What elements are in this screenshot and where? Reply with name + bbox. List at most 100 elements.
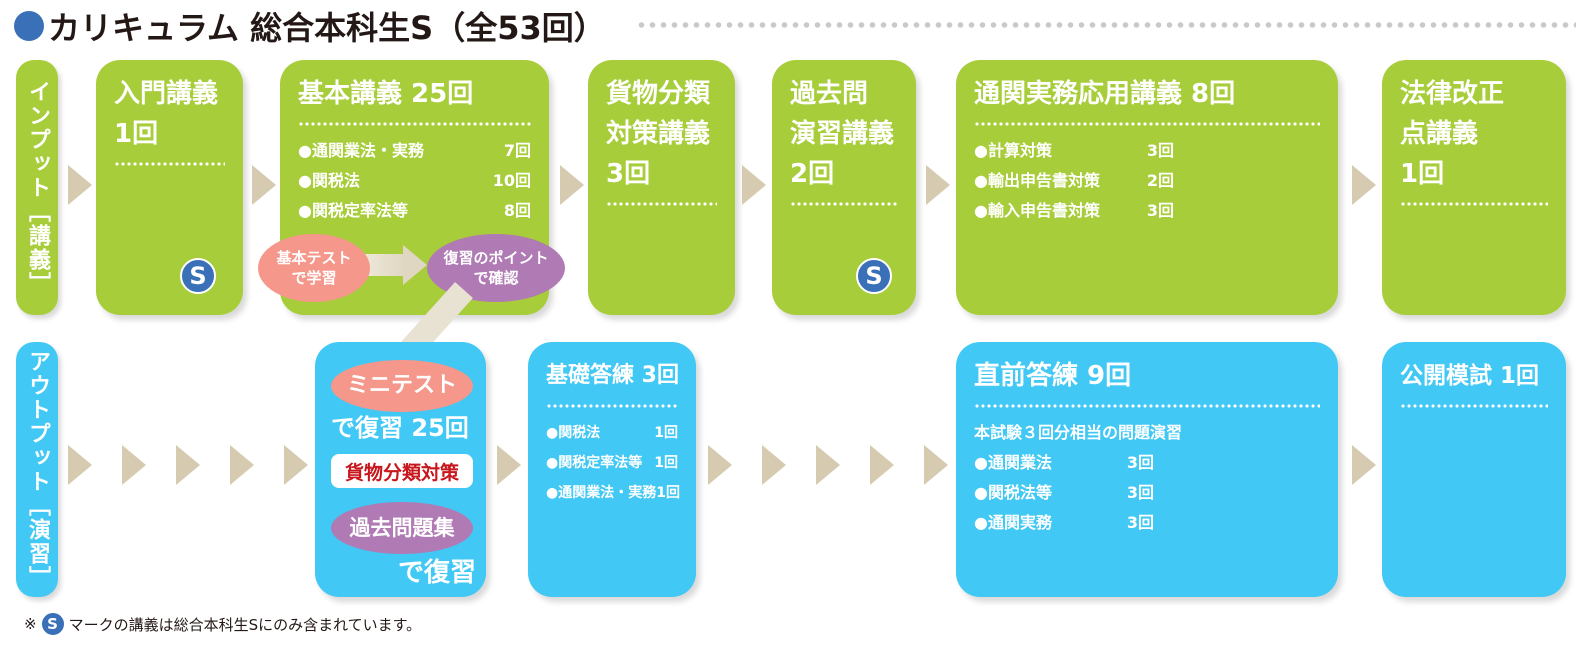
item-count: 7回 — [503, 141, 531, 160]
flow-arrow-icon — [1352, 445, 1376, 485]
flow-arrow-icon — [68, 445, 92, 485]
divider — [298, 122, 531, 126]
mock-exam-card: 公開模試 1回 — [1382, 342, 1566, 597]
card-count: 1回 — [114, 119, 159, 149]
card-title: 貨物分類 — [606, 79, 711, 109]
item-name: ●関税法 — [546, 425, 601, 441]
item-count: 3回 — [1146, 201, 1174, 220]
card-count: 3回 — [606, 159, 651, 189]
item-name: ●通関業法・実務 — [546, 485, 657, 501]
final-drill-card: 直前答練 9回 本試験３回分相当の問題演習 ●通関業法 3回 ●関税法等 3回 ●通… — [956, 342, 1338, 597]
flow-arrow-icon — [230, 445, 254, 485]
card-count: 2回 — [790, 159, 835, 189]
card-title: 対策講義 — [606, 119, 711, 149]
flow-arrow-icon — [176, 445, 200, 485]
past-questions-oval: 過去問題集 — [331, 502, 473, 554]
flow-arrow-icon — [560, 165, 584, 205]
item-count: 1回 — [654, 425, 678, 441]
list-item: ●輸入申告書対策 3回 — [974, 196, 1174, 226]
item-count: 1回 — [656, 485, 680, 501]
card-title: 通関実務応用講義 8回 — [974, 79, 1236, 109]
item-count: 3回 — [1146, 141, 1174, 160]
intro-lecture-card: 入門講義 1回 S — [96, 60, 243, 315]
s-badge-icon: S — [856, 258, 892, 294]
list-item: ●関税定率法等 1回 — [546, 448, 678, 478]
card-title: 法律改正 — [1400, 79, 1505, 109]
review-points-oval: 復習のポイント で確認 — [427, 234, 565, 302]
card-title: 基礎答練 3回 — [546, 363, 679, 388]
item-name: ●計算対策 — [974, 141, 1052, 160]
flow-arrow-shaft — [365, 254, 405, 276]
item-name: ●関税法等 — [974, 483, 1052, 502]
flow-arrow-icon — [403, 245, 427, 285]
card-title: 点講義 — [1400, 119, 1479, 149]
mini-test-oval: ミニテスト — [331, 360, 473, 412]
flow-arrow-icon — [68, 165, 92, 205]
s-badge-icon: S — [180, 258, 216, 294]
past-exam-lecture-card: 過去問 演習講義 2回 S — [772, 60, 916, 315]
item-count: 10回 — [492, 171, 531, 190]
item-count: 3回 — [1126, 453, 1154, 472]
flow-arrow-icon — [926, 165, 950, 205]
flow-arrow-icon — [1352, 165, 1376, 205]
flow-arrow-icon — [252, 165, 276, 205]
divider — [1400, 404, 1548, 408]
list-item: ●計算対策 3回 — [974, 136, 1174, 166]
basic-test-oval: 基本テスト で学習 — [258, 234, 370, 302]
card-title: 過去問 — [790, 79, 869, 109]
bullet-icon — [14, 11, 44, 41]
flow-arrow-icon — [924, 445, 948, 485]
classification-tag: 貨物分類対策 — [331, 454, 473, 488]
title-divider — [636, 22, 1576, 28]
page-title: カリキュラム 総合本科生S（全53回） — [14, 4, 606, 48]
footnote: ※ S マークの講義は総合本科生Sにのみ含まれています。 — [24, 612, 421, 636]
item-count: 1回 — [654, 455, 678, 471]
list-item: ●関税法 1回 — [546, 418, 678, 448]
divider — [1400, 202, 1548, 206]
item-count: 8回 — [503, 201, 531, 220]
output-row-label: アウトプット［演習］ — [16, 342, 58, 597]
list-item: ●関税法等 3回 — [974, 478, 1154, 508]
review-label: で復習 — [397, 558, 476, 588]
card-title: 直前答練 9回 — [974, 361, 1132, 391]
law-revision-lecture-card: 法律改正 点講義 1回 — [1382, 60, 1566, 315]
divider — [606, 202, 717, 206]
flow-arrow-icon — [122, 445, 146, 485]
flow-arrow-icon — [497, 445, 521, 485]
item-name: ●関税定率法等 — [298, 201, 408, 220]
card-subtitle: 本試験３回分相当の問題演習 — [974, 423, 1183, 442]
item-count: 3回 — [1126, 483, 1154, 502]
card-title: 公開模試 1回 — [1400, 363, 1540, 389]
divider — [546, 404, 678, 408]
footnote-text: マークの講義は総合本科生Sにのみ含まれています。 — [68, 615, 422, 634]
card-title: 基本講義 25回 — [298, 79, 474, 109]
divider — [790, 202, 898, 206]
item-name: ●輸入申告書対策 — [974, 201, 1100, 220]
card-title: 入門講義 — [114, 79, 219, 109]
list-item: ●関税定率法等 8回 — [298, 196, 531, 226]
divider — [974, 122, 1320, 126]
item-name: ●通関実務 — [974, 513, 1052, 532]
flow-arrow-icon — [284, 445, 308, 485]
divider — [114, 162, 225, 166]
card-count: 1回 — [1400, 159, 1445, 189]
item-name: ●通関業法 — [974, 453, 1052, 472]
item-name: ●関税定率法等 — [546, 455, 643, 471]
flow-arrow-icon — [870, 445, 894, 485]
flow-arrow-icon — [742, 165, 766, 205]
flow-arrow-icon — [816, 445, 840, 485]
input-row-label: インプット［講義］ — [16, 60, 58, 315]
footnote-mark: ※ — [24, 615, 37, 633]
mini-test-card: ミニテスト で復習 25回 貨物分類対策 過去問題集 で復習 — [315, 342, 486, 597]
item-name: ●輸出申告書対策 — [974, 171, 1100, 190]
classification-lecture-card: 貨物分類 対策講義 3回 — [588, 60, 735, 315]
title-text: カリキュラム 総合本科生S（全53回） — [48, 9, 606, 47]
s-badge-icon: S — [40, 612, 65, 636]
flow-arrow-icon — [762, 445, 786, 485]
flow-arrow-icon — [708, 445, 732, 485]
